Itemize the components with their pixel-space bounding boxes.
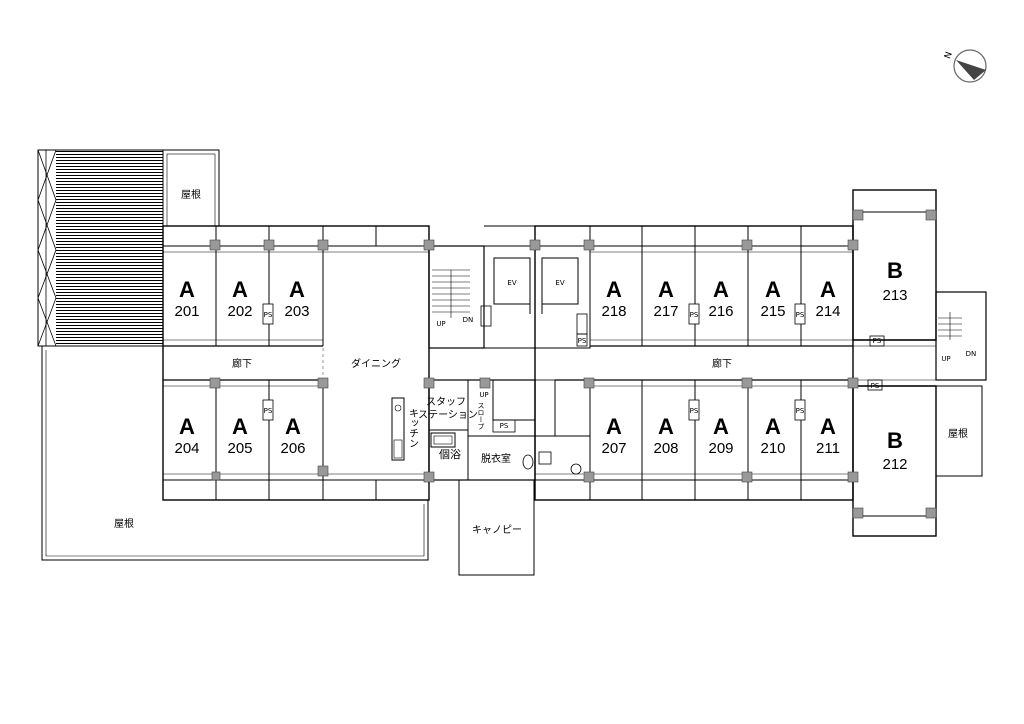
room-213-type: B	[887, 258, 903, 283]
slope-label: スロープ	[477, 402, 485, 430]
stair-down-label-east: DN	[966, 350, 977, 358]
stair-up-label: UP	[436, 320, 445, 328]
roof-top-left	[162, 149, 220, 227]
room-213-number: 213	[882, 287, 907, 304]
dining-area	[322, 246, 405, 480]
compass-arrow-icon	[956, 60, 986, 80]
stair-up-label-east: UP	[941, 355, 950, 363]
room-214-type: A	[820, 277, 836, 302]
compass-circle	[953, 49, 987, 83]
ps-label: PS	[578, 337, 587, 345]
room-202-number: 202	[227, 303, 252, 320]
staff-station-label-1: スタッフ	[426, 396, 466, 408]
staff-station-label-2: ステーション	[418, 410, 478, 421]
room-218-number: 218	[601, 303, 626, 320]
bathtub	[430, 432, 456, 448]
room-207-number: 207	[601, 440, 626, 457]
dining-label: ダイニング	[351, 357, 401, 370]
canopy-label: キャノピー	[472, 524, 522, 536]
room-201-type: A	[179, 277, 195, 302]
toilet-1	[522, 454, 534, 470]
room-211-type: A	[820, 414, 836, 439]
room-210-type: A	[765, 414, 781, 439]
ps-label: PS	[500, 422, 509, 430]
right-wing	[534, 225, 854, 501]
room-217-type: A	[658, 277, 674, 302]
central-lower	[428, 379, 591, 481]
room-207-type: A	[606, 414, 622, 439]
east-end	[852, 189, 987, 537]
slope-up-label: UP	[479, 391, 488, 399]
room-211-number: 211	[816, 440, 840, 457]
ps-label: PS	[690, 311, 699, 319]
roof-label-bottom-left: 屋根	[114, 517, 134, 530]
kitchen-label: キッチン	[407, 408, 418, 448]
hatch-braces	[37, 149, 57, 347]
room-201-number: 201	[174, 303, 199, 320]
room-217-number: 217	[653, 303, 678, 320]
room-206-type: A	[285, 414, 301, 439]
room-214-number: 214	[815, 303, 840, 320]
hatch-fill	[56, 151, 163, 345]
bath-label: 個浴	[439, 448, 461, 461]
room-202-type: A	[232, 277, 248, 302]
room-203-type: A	[289, 277, 305, 302]
room-208-type: A	[658, 414, 674, 439]
room-204-type: A	[179, 414, 195, 439]
corridor-label-left: 廊下	[232, 357, 252, 370]
room-215-type: A	[765, 277, 781, 302]
ps-label: PS	[873, 337, 882, 345]
columns	[209, 209, 937, 519]
room-203-number: 203	[284, 303, 309, 320]
room-205-type: A	[232, 414, 248, 439]
right-wing-outer	[534, 225, 854, 501]
corridor-label-right: 廊下	[712, 357, 732, 370]
ps-label: PS	[264, 311, 273, 319]
kitchen-counter	[391, 397, 405, 461]
ps-label: PS	[264, 407, 273, 415]
ps-label: PS	[871, 382, 880, 390]
elevator-1-label: EV	[507, 279, 516, 287]
room-216-type: A	[713, 277, 729, 302]
left-wing-outer	[162, 225, 430, 501]
room-208-number: 208	[653, 440, 678, 457]
compass: N	[943, 49, 987, 83]
room-210-number: 210	[760, 440, 785, 457]
room-209-type: A	[713, 414, 729, 439]
toilet-2	[570, 463, 582, 475]
room-212-number: 212	[882, 456, 907, 473]
ps-boxes	[262, 303, 806, 421]
ps-label: PS	[690, 407, 699, 415]
elevator-2-label: EV	[555, 279, 564, 287]
ps-label: PS	[796, 311, 805, 319]
room-205-number: 205	[227, 440, 252, 457]
central-core	[428, 225, 591, 349]
compass-letter: N	[943, 51, 955, 61]
stair-down-label: DN	[463, 316, 474, 324]
room-218-type: A	[606, 277, 622, 302]
room-209-number: 209	[708, 440, 733, 457]
room-206-number: 206	[280, 440, 305, 457]
room-215-number: 215	[760, 303, 785, 320]
room-212-type: B	[887, 428, 903, 453]
roof-inner-left	[45, 350, 425, 557]
roof-label-right: 屋根	[948, 427, 968, 440]
hatched-area	[37, 149, 164, 347]
room-216-number: 216	[708, 303, 733, 320]
ps-label: PS	[796, 407, 805, 415]
dressing-room-label: 脱衣室	[481, 452, 511, 465]
room-204-number: 204	[174, 440, 199, 457]
roof-label-top-left: 屋根	[181, 188, 201, 201]
